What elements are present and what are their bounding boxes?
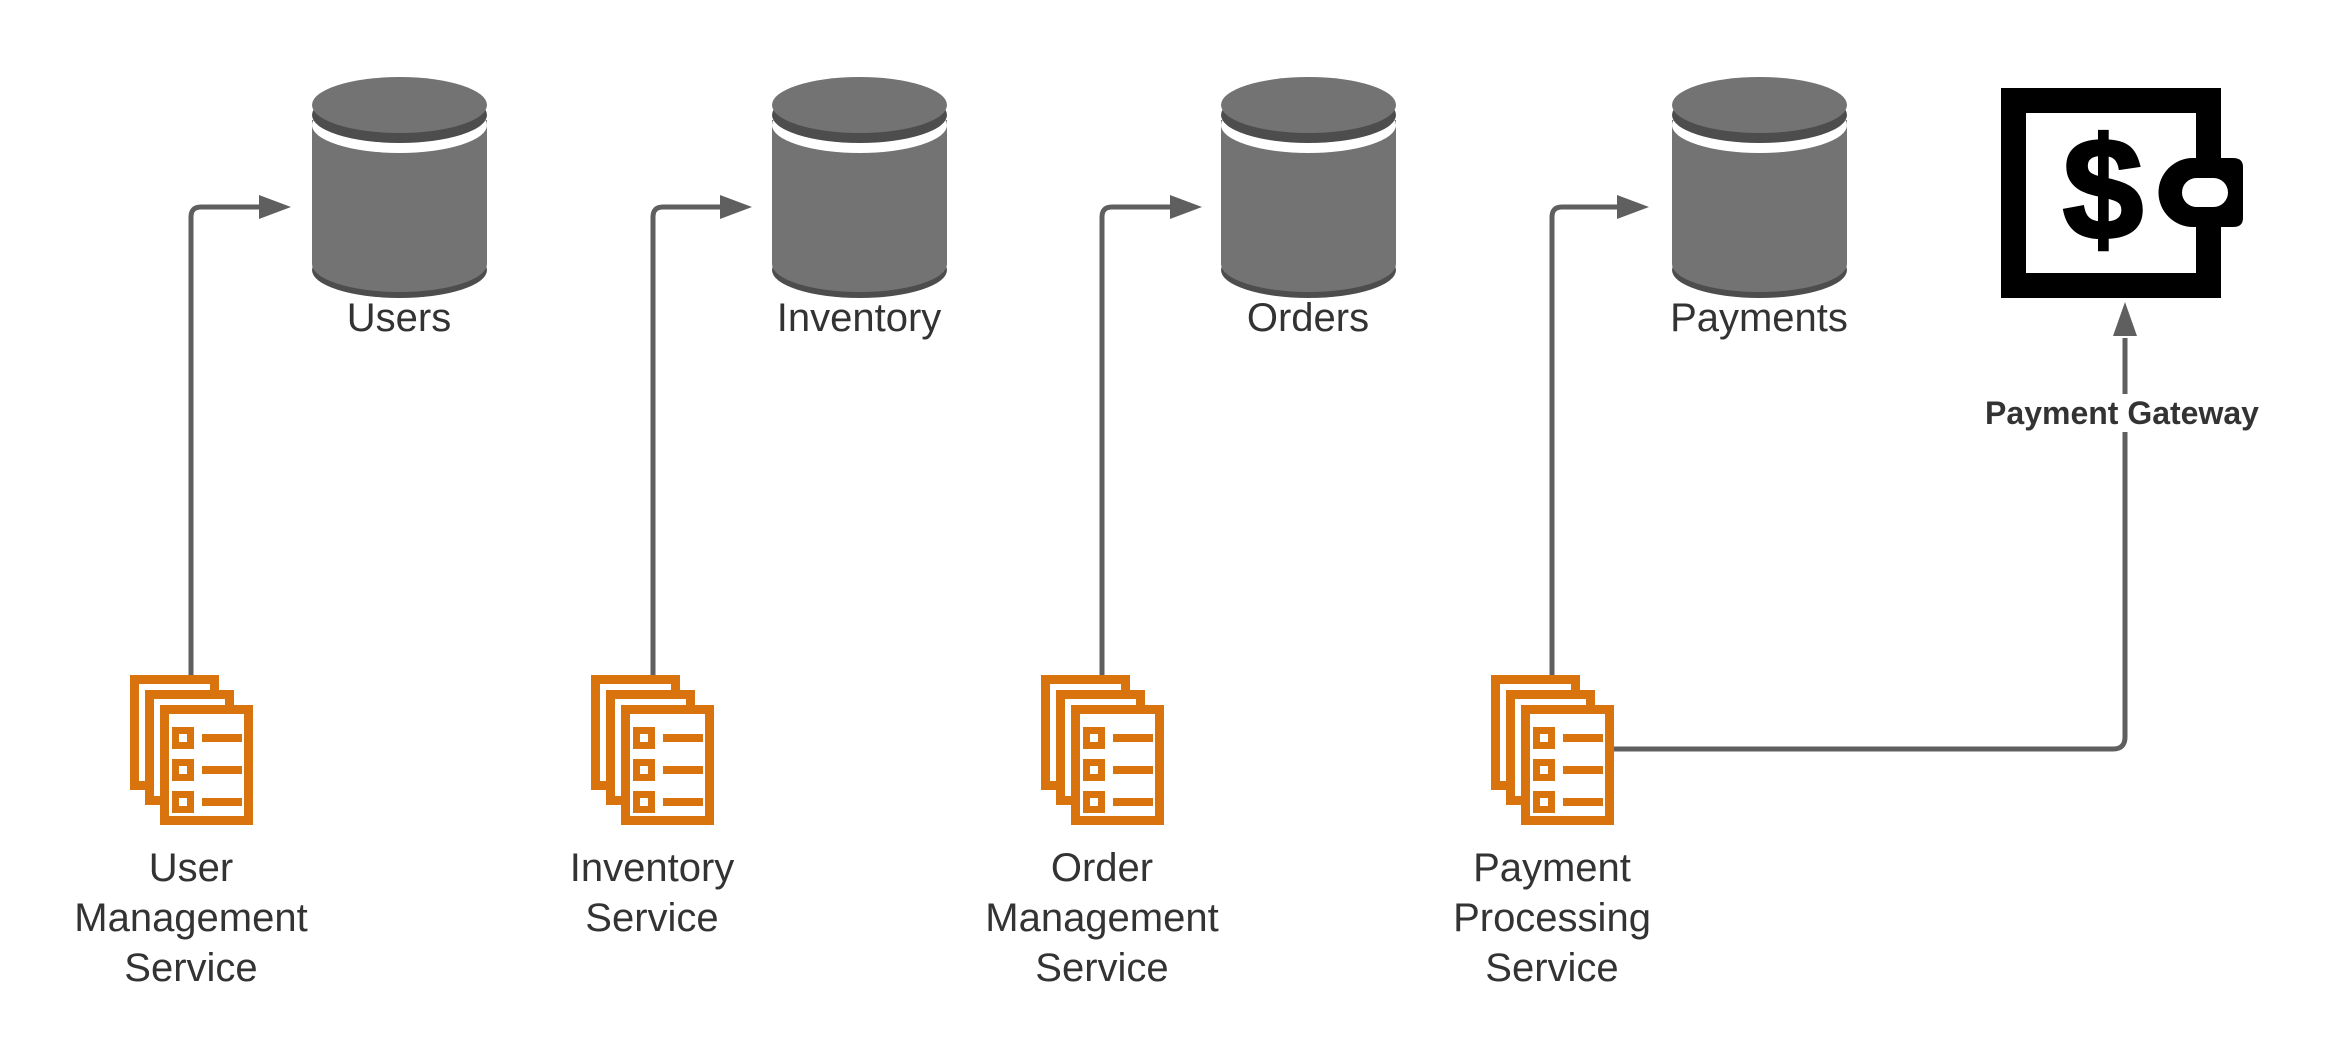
database-label-payments: Payments	[1670, 296, 1848, 340]
arrowhead-icon	[259, 195, 291, 219]
database-cylinder-payments-icon	[1672, 75, 1847, 300]
database-label-inventory: Inventory	[776, 296, 942, 340]
service-docstack-user-management-icon	[130, 675, 253, 825]
edge-inventory-service-to-inventory	[650, 195, 752, 680]
database-cylinder-users-icon	[312, 75, 487, 300]
edge-user-management-to-users	[188, 195, 291, 680]
service-docstack-inventory-service-icon	[591, 675, 714, 825]
arrowhead-icon	[1170, 195, 1202, 219]
edge-order-management-to-orders	[1099, 195, 1202, 680]
service-label-order-management: Order Management Service	[985, 846, 1219, 990]
edge-payment-processing-to-gateway	[1612, 302, 2137, 752]
service-docstack-payment-processing-icon	[1491, 675, 1614, 825]
dollar-sign-icon: $	[2063, 108, 2144, 270]
service-docstack-order-management-icon	[1041, 675, 1164, 825]
database-cylinder-orders-icon	[1221, 75, 1396, 300]
edge-payment-processing-to-payments	[1549, 195, 1649, 680]
payment-gateway-label: Payment Gateway	[1977, 394, 2267, 432]
service-label-inventory-service: Inventory Service	[569, 846, 735, 940]
service-label-user-management: User Management Service	[74, 846, 308, 990]
arrowhead-icon	[1617, 195, 1649, 219]
service-label-payment-processing: Payment Processing Service	[1453, 846, 1651, 990]
payment-gateway-wallet-icon: $	[2001, 88, 2243, 298]
arrowhead-icon	[720, 195, 752, 219]
database-label-orders: Orders	[1246, 296, 1370, 340]
database-cylinder-inventory-icon	[772, 75, 947, 300]
payment-gateway-label-wrap: Payment Gateway	[1922, 394, 2322, 432]
database-label-users: Users	[346, 296, 452, 340]
arrowhead-icon	[2113, 302, 2137, 336]
